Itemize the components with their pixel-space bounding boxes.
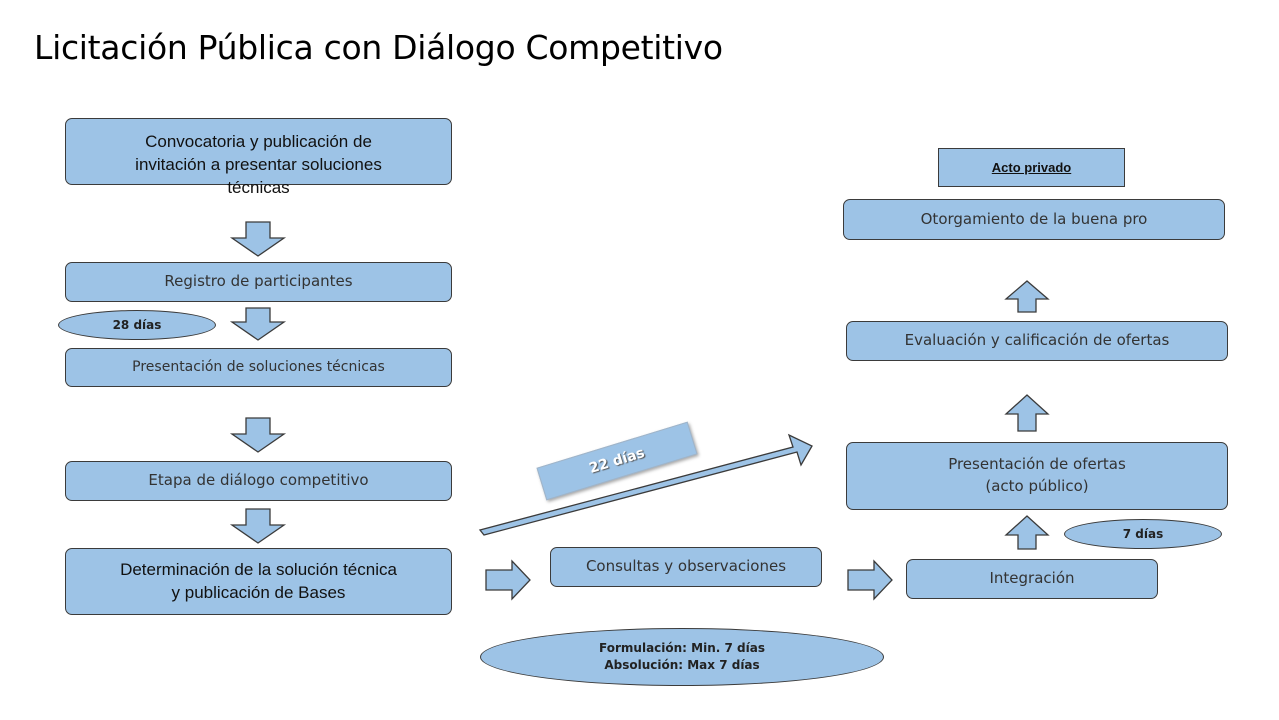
step-determinacion: Determinación de la solución técnica y p… xyxy=(65,548,452,615)
step-registro: Registro de participantes xyxy=(65,262,452,302)
down-arrow-3 xyxy=(229,417,287,453)
step-convocatoria-line-2: invitación a presentar soluciones xyxy=(135,154,382,174)
presentacion-ofertas-line-1: Presentación de ofertas xyxy=(948,455,1126,474)
step-dialogo: Etapa de diálogo competitivo xyxy=(65,461,452,501)
step-evaluacion: Evaluación y calificación de ofertas xyxy=(846,321,1228,361)
step-consultas: Consultas y observaciones xyxy=(550,547,822,587)
step-convocatoria-line-1: Convocatoria y publicación de xyxy=(145,132,372,151)
up-arrow-3 xyxy=(1004,280,1050,313)
step-convocatoria-line-3: técnicas xyxy=(227,177,290,197)
presentacion-ofertas-line-2: (acto público) xyxy=(985,477,1089,495)
down-arrow-4 xyxy=(229,508,287,544)
up-arrow-2 xyxy=(1004,394,1050,432)
formulacion-label: Formulación: Min. 7 días xyxy=(599,641,765,656)
right-arrow-1 xyxy=(485,559,531,601)
badge-28-dias-label: 28 días xyxy=(112,317,162,332)
step-presentacion-soluciones: Presentación de soluciones técnicas xyxy=(65,348,452,387)
step-convocatoria: Convocatoria y publicación de invitación… xyxy=(65,118,452,197)
step-presentacion-ofertas: Presentación de ofertas (acto público) xyxy=(846,442,1228,510)
step-determinacion-line-2: y publicación de Bases xyxy=(171,582,346,602)
absolucion-label: Absolución: Max 7 días xyxy=(604,658,760,672)
badge-28-dias: 28 días xyxy=(58,310,216,340)
badge-7-dias-label: 7 días xyxy=(1122,526,1164,541)
diagonal-arrow xyxy=(478,433,813,536)
up-arrow-1 xyxy=(1004,515,1050,550)
down-arrow-1 xyxy=(229,221,287,257)
acto-privado-label: Acto privado xyxy=(938,148,1125,187)
down-arrow-2 xyxy=(229,307,287,341)
badge-7-dias: 7 días xyxy=(1064,519,1222,549)
page-title: Licitación Pública con Diálogo Competiti… xyxy=(34,28,723,67)
step-integracion: Integración xyxy=(906,559,1158,599)
right-arrow-2 xyxy=(847,559,893,601)
step-otorgamiento: Otorgamiento de la buena pro xyxy=(843,199,1225,240)
step-determinacion-line-1: Determinación de la solución técnica xyxy=(120,559,397,579)
badge-formulacion: Formulación: Min. 7 días Absolución: Max… xyxy=(480,628,884,686)
